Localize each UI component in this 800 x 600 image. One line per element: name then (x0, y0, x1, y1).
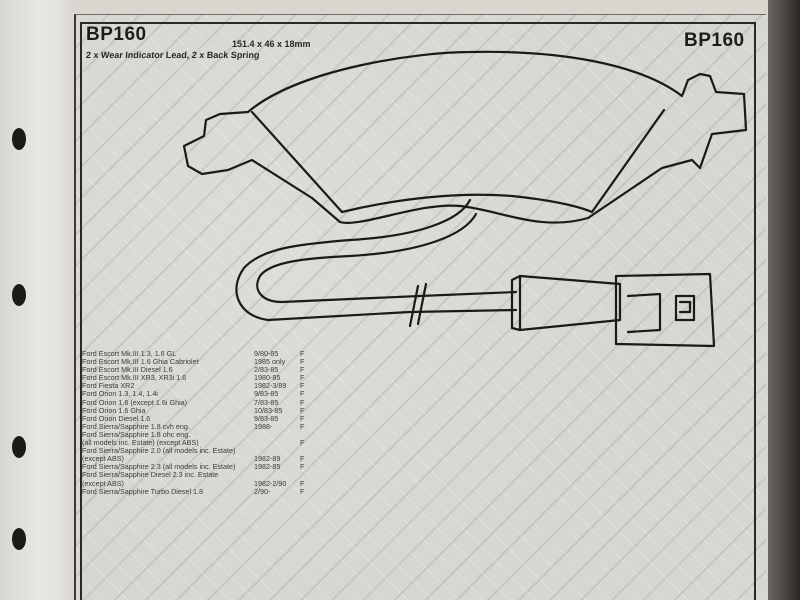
application-years: 1982-2/90 (254, 478, 287, 488)
part-code-repeat: BP160 (684, 30, 745, 51)
application-row: Ford Orion Diesel 1.6 9/83-85 F (82, 413, 322, 423)
application-row: Ford Sierra/Sapphire Diesel 2.3 inc. Est… (82, 471, 322, 479)
application-model: (all models inc. Estate) (except ABS) (82, 438, 199, 448)
connector-body (614, 272, 716, 348)
application-row: Ford Sierra/Sapphire Turbo Diesel 1.8 2/9… (82, 486, 322, 496)
application-row: Ford Sierra/Sapphire 2.3 (all models inc… (82, 463, 322, 471)
application-position-flag: F (300, 462, 305, 472)
card-frame (80, 22, 756, 600)
application-model: Ford Sierra/Sapphire 1.8 ohc eng. (82, 429, 191, 439)
connector-clip (626, 292, 662, 334)
application-row: Ford Sierra/Sapphire 1.8 cvh eng. 1988- F (82, 421, 322, 431)
application-model: Ford Orion 1.3, 1.4, 1.4i (82, 389, 158, 399)
application-row: Ford Escort Mk.III Diesel 1.6 2/83-85 F (82, 366, 322, 374)
application-model: Ford Escort Mk.III Diesel 1.6 (82, 365, 173, 375)
application-position-flag: F (300, 405, 305, 415)
application-row: Ford Sierra/Sapphire 1.8 ohc eng. (82, 429, 322, 439)
application-row: Ford Sierra/Sapphire 2.0 (all models inc… (82, 447, 322, 455)
application-model: Ford Sierra/Sapphire Diesel 2.3 inc. Est… (82, 470, 219, 480)
application-position-flag: F (300, 397, 305, 407)
application-position-flag: F (300, 413, 305, 423)
application-position-flag: F (300, 486, 305, 496)
wire-break-mark (408, 284, 420, 328)
application-position-flag: F (300, 389, 305, 399)
application-model: Ford Escort Mk.III 1.3, 1.6 GL (82, 349, 177, 358)
application-years: 1980-85 (254, 373, 281, 383)
application-years: 10/83-85 (254, 405, 283, 415)
application-years: 2/83-85 (254, 365, 279, 375)
application-position-flag: F (300, 438, 305, 448)
application-position-flag: F (300, 454, 305, 464)
application-years: 2/90- (254, 486, 271, 496)
application-model: (except ABS) (82, 478, 124, 488)
application-row: Ford Orion 1.6 (except 1.6i Ghia) 7/83-85… (82, 397, 322, 407)
application-position-flag: F (300, 421, 305, 431)
application-model: (except ABS) (82, 454, 124, 464)
part-code: BP160 (86, 24, 147, 45)
application-model: Ford Orion Diesel 1.6 (82, 413, 151, 423)
pad-backing-line (340, 193, 594, 214)
application-model: Ford Orion 1.6 (except 1.6i Ghia) (82, 397, 188, 407)
application-model: Ford Escort Mk.III XR3, XR3i 1.6 (82, 373, 187, 383)
connector-latch (674, 294, 696, 322)
application-years: 1982-85 (254, 462, 281, 472)
application-model: Ford Sierra/Sapphire Turbo Diesel 1.8 (82, 486, 204, 496)
pad-outline (182, 50, 748, 224)
application-position-flag: F (300, 381, 305, 391)
connector-sleeve (510, 274, 622, 332)
binder-hole (12, 128, 26, 150)
application-row: Ford Orion 1.6 Ghia 10/83-85 F (82, 405, 322, 415)
application-years: 1982-89 (254, 454, 281, 464)
wire-break-mark (416, 282, 428, 326)
application-model: Ford Orion 1.6 Ghia (82, 405, 146, 415)
application-position-flag: F (300, 349, 305, 358)
application-years: 7/83-85 (254, 397, 279, 407)
application-model: Ford Sierra/Sapphire 1.8 cvh eng. (82, 421, 190, 431)
wear-lead-wire-outer (235, 198, 518, 322)
application-years: 9/83-85 (254, 389, 279, 399)
application-row: (except ABS) 1982-89 F (82, 455, 322, 463)
application-years: 9/83-85 (254, 413, 279, 423)
application-model: Ford Sierra/Sapphire 2.0 (all models inc… (82, 446, 236, 456)
pad-inner-left-edge (250, 110, 344, 214)
pad-inner-right-edge (590, 108, 666, 214)
application-row: Ford Orion 1.3, 1.4, 1.4i 9/83-85 F (82, 390, 322, 398)
application-row: (except ABS) 1982-2/90 F (82, 478, 322, 488)
application-model: Ford Escort Mk.III 1.6 Ghia Cabriolet (82, 357, 199, 367)
binder-hole (12, 436, 26, 458)
application-row: (all models inc. Estate) (except ABS) F (82, 438, 322, 448)
binder-hole (12, 528, 26, 550)
brake-pad-card (74, 14, 766, 600)
application-years: 9/80-85 (254, 349, 279, 358)
application-position-flag: F (300, 478, 305, 488)
application-years: 1982-3/89 (254, 381, 287, 391)
application-model: Ford Fiesta XR2 (82, 381, 135, 391)
application-row: Ford Fiesta XR2 1982-3/89 F (82, 382, 322, 390)
application-years: 1988- (254, 421, 273, 431)
application-position-flag: F (300, 373, 305, 383)
application-row: Ford Escort Mk.III XR3, XR3i 1.6 1980-85 F (82, 374, 322, 382)
application-row: Ford Escort Mk.III 1.3, 1.6 GL 9/80-85 F (82, 349, 322, 358)
binder-hole (12, 284, 26, 306)
application-position-flag: F (300, 365, 305, 375)
application-model: Ford Sierra/Sapphire 2.3 (all models inc… (82, 462, 236, 472)
connector-latch-notch (678, 300, 692, 314)
application-years: 1985 only (254, 357, 286, 367)
page-edge-shadow (768, 0, 800, 600)
pad-dimensions: 151.4 x 46 x 18mm (232, 39, 311, 49)
application-position-flag: F (300, 357, 305, 367)
application-row: Ford Escort Mk.III 1.6 Ghia Cabriolet 198… (82, 357, 322, 367)
wear-lead-wire-inner (256, 212, 518, 304)
